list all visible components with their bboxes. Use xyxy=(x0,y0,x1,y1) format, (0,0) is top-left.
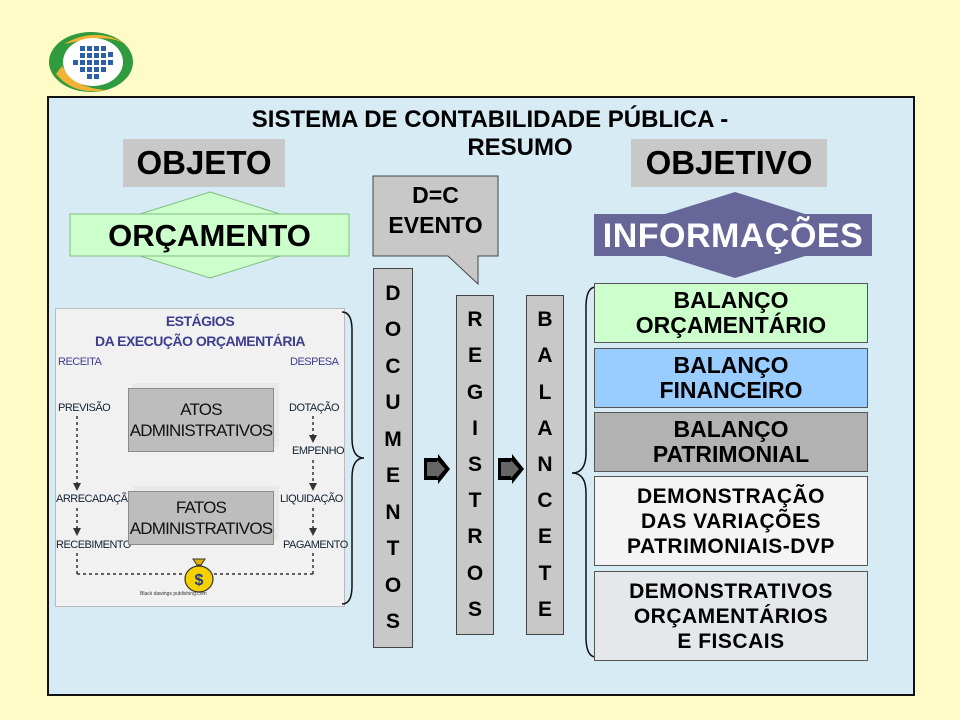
output-balanco-orcamentario: BALANÇO ORÇAMENTÁRIO xyxy=(594,283,868,343)
output-dvp: DEMONSTRAÇÃO DAS VARIAÇÕES PATRIMONIAIS-… xyxy=(594,476,868,566)
registros-letter: R xyxy=(467,525,483,549)
estagios-brace xyxy=(341,311,365,605)
title-line-2: RESUMO xyxy=(467,134,573,161)
arrow-right-icon xyxy=(498,454,524,484)
output-4-line-1: DEMONSTRAÇÃO xyxy=(636,484,825,508)
output-3-line-1: BALANÇO xyxy=(673,416,789,442)
output-balanco-patrimonial: BALANÇO PATRIMONIAL xyxy=(594,412,868,472)
estagios-box xyxy=(55,308,345,607)
svg-text:$: $ xyxy=(195,572,204,589)
output-2-line-2: FINANCEIRO xyxy=(659,377,803,403)
orcamento-label: ORÇAMENTO xyxy=(108,218,311,253)
liquidacao-label: LIQUIDAÇÃO xyxy=(280,493,343,505)
balancete-letter: E xyxy=(537,525,552,549)
output-balanco-financeiro: BALANÇO FINANCEIRO xyxy=(594,348,868,408)
output-1-line-1: BALANÇO xyxy=(673,287,789,313)
atos-box: ATOS ADMINISTRATIVOS xyxy=(128,388,274,452)
atos-line-2: ADMINISTRATIVOS xyxy=(129,421,273,440)
registros-letter: S xyxy=(467,452,482,476)
orcamento-arrow-shape xyxy=(69,191,350,279)
money-bag-icon: $ xyxy=(184,558,214,593)
arrecadacao-label: ARRECADAÇÃO xyxy=(56,493,136,505)
previsao-label: PREVISÃO xyxy=(58,402,111,414)
empenho-label: EMPENHO xyxy=(292,445,345,457)
objetivo-label: OBJETIVO xyxy=(631,139,827,187)
output-demonstrativos: DEMONSTRATIVOS ORÇAMENTÁRIOS E FISCAIS xyxy=(594,571,868,661)
arrow-right-icon xyxy=(424,454,450,484)
balancete-letter: E xyxy=(537,597,552,621)
title-line-1: SISTEMA DE CONTABILIDADE PÚBLICA - xyxy=(251,106,729,133)
logo-icon xyxy=(49,32,133,92)
balancete-letter: L xyxy=(538,380,552,404)
registros-letter: E xyxy=(467,344,482,368)
estagios-flow-lines xyxy=(73,416,317,575)
balancete-letter: N xyxy=(537,452,553,476)
documentos-letter: D xyxy=(385,281,401,305)
balancete-letter: B xyxy=(537,308,553,332)
receita-label: RECEITA xyxy=(58,356,102,368)
balancete-letter: A xyxy=(537,416,553,440)
fatos-box: FATOS ADMINISTRATIVOS xyxy=(128,491,274,545)
output-2-line-1: BALANÇO xyxy=(673,352,789,378)
dotacao-label: DOTAÇÃO xyxy=(289,402,340,414)
fatos-line-1: FATOS xyxy=(175,498,227,517)
output-5-line-3: E FISCAIS xyxy=(677,629,785,653)
diagram-title: SISTEMA DE CONTABILIDADE PÚBLICA - RESUM… xyxy=(200,106,780,162)
output-5-line-1: DEMONSTRATIVOS xyxy=(629,579,833,603)
estagios-title-1: ESTÁGIOS xyxy=(165,313,235,329)
atos-line-1: ATOS xyxy=(180,400,222,419)
output-4-line-3: PATRIMONIAIS-DVP xyxy=(627,534,835,558)
registros-letter: T xyxy=(468,489,482,513)
documentos-letter: E xyxy=(385,464,400,488)
output-1-line-2: ORÇAMENTÁRIO xyxy=(635,312,827,338)
registros-letter: I xyxy=(472,416,478,440)
pagamento-label: PAGAMENTO xyxy=(283,539,348,551)
informacoes-arrow-shape xyxy=(594,192,872,278)
registros-letter: O xyxy=(466,561,484,585)
registros-letter: S xyxy=(467,597,482,621)
balancete-letter: A xyxy=(537,344,553,368)
evento-callout: D=C EVENTO xyxy=(373,180,498,240)
estagios-title-2: DA EXECUÇÃO ORÇAMENTÁRIA xyxy=(95,333,305,349)
documentos-letter: U xyxy=(385,391,401,415)
evento-callout-shape xyxy=(372,175,499,286)
documentos-letter: N xyxy=(385,500,401,524)
documentos-letter: O xyxy=(384,573,402,597)
balancete-brace xyxy=(571,286,597,658)
registros-letter: R xyxy=(467,308,483,332)
output-3-line-2: PATRIMONIAL xyxy=(652,441,810,467)
documentos-letter: S xyxy=(385,610,400,634)
output-5-line-2: ORÇAMENTÁRIOS xyxy=(633,604,829,628)
balancete-letter: T xyxy=(538,561,552,585)
documentos-letter: M xyxy=(384,427,402,451)
documentos-letter: C xyxy=(385,354,401,378)
objeto-label: OBJETO xyxy=(123,139,285,187)
callout-line-1: D=C xyxy=(412,182,459,208)
estagios-caption: Black dawings publishing.com xyxy=(140,591,207,597)
recebimento-label: RECEBIMENTO xyxy=(56,539,131,551)
fatos-line-2: ADMINISTRATIVOS xyxy=(129,519,273,538)
registros-letter: G xyxy=(466,380,484,404)
despesa-label: DESPESA xyxy=(290,356,339,368)
output-4-line-2: DAS VARIAÇÕES xyxy=(641,509,821,533)
documentos-letter: T xyxy=(386,537,400,561)
informacoes-label: INFORMAÇÕES xyxy=(602,217,864,255)
balancete-letter: C xyxy=(537,489,553,513)
documentos-letter: O xyxy=(384,318,402,342)
callout-line-2: EVENTO xyxy=(388,212,483,238)
